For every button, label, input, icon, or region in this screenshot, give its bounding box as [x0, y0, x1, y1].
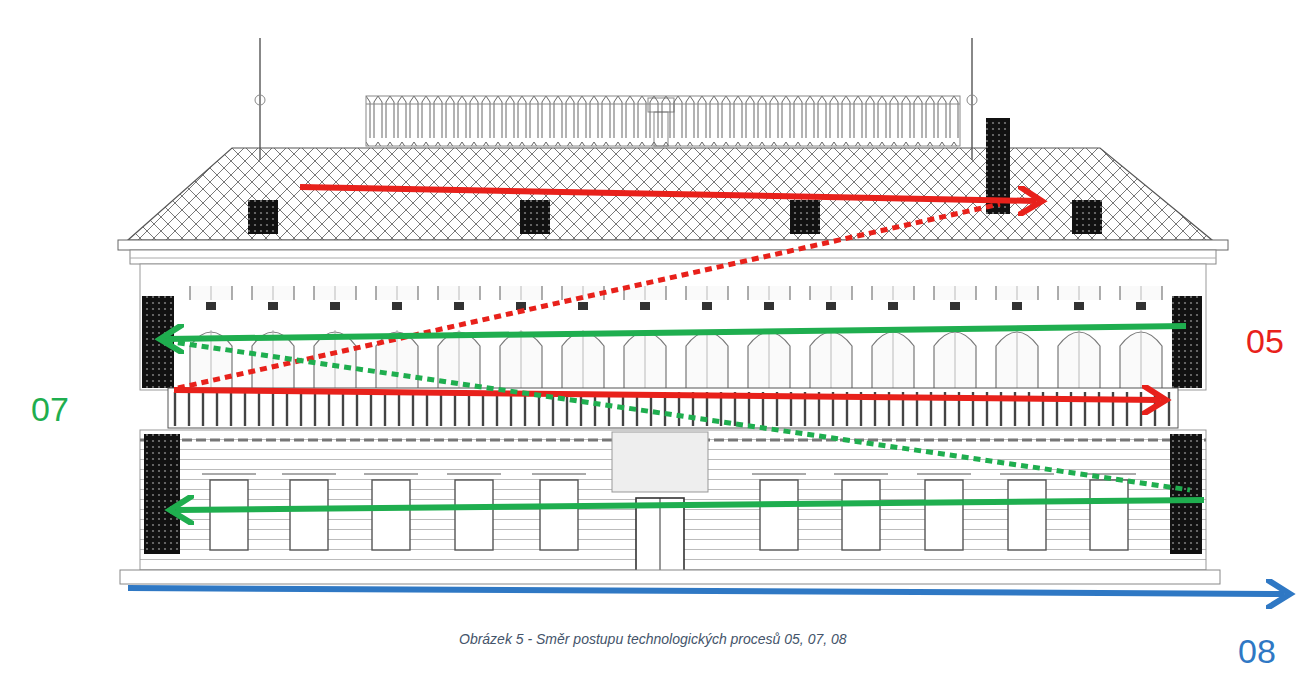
process-number: 05	[1246, 323, 1284, 360]
process-number: 07	[31, 391, 69, 428]
figure-caption: Obrázek 5 - Směr postupu technologických…	[459, 632, 847, 647]
process-number: 08	[1238, 633, 1276, 670]
